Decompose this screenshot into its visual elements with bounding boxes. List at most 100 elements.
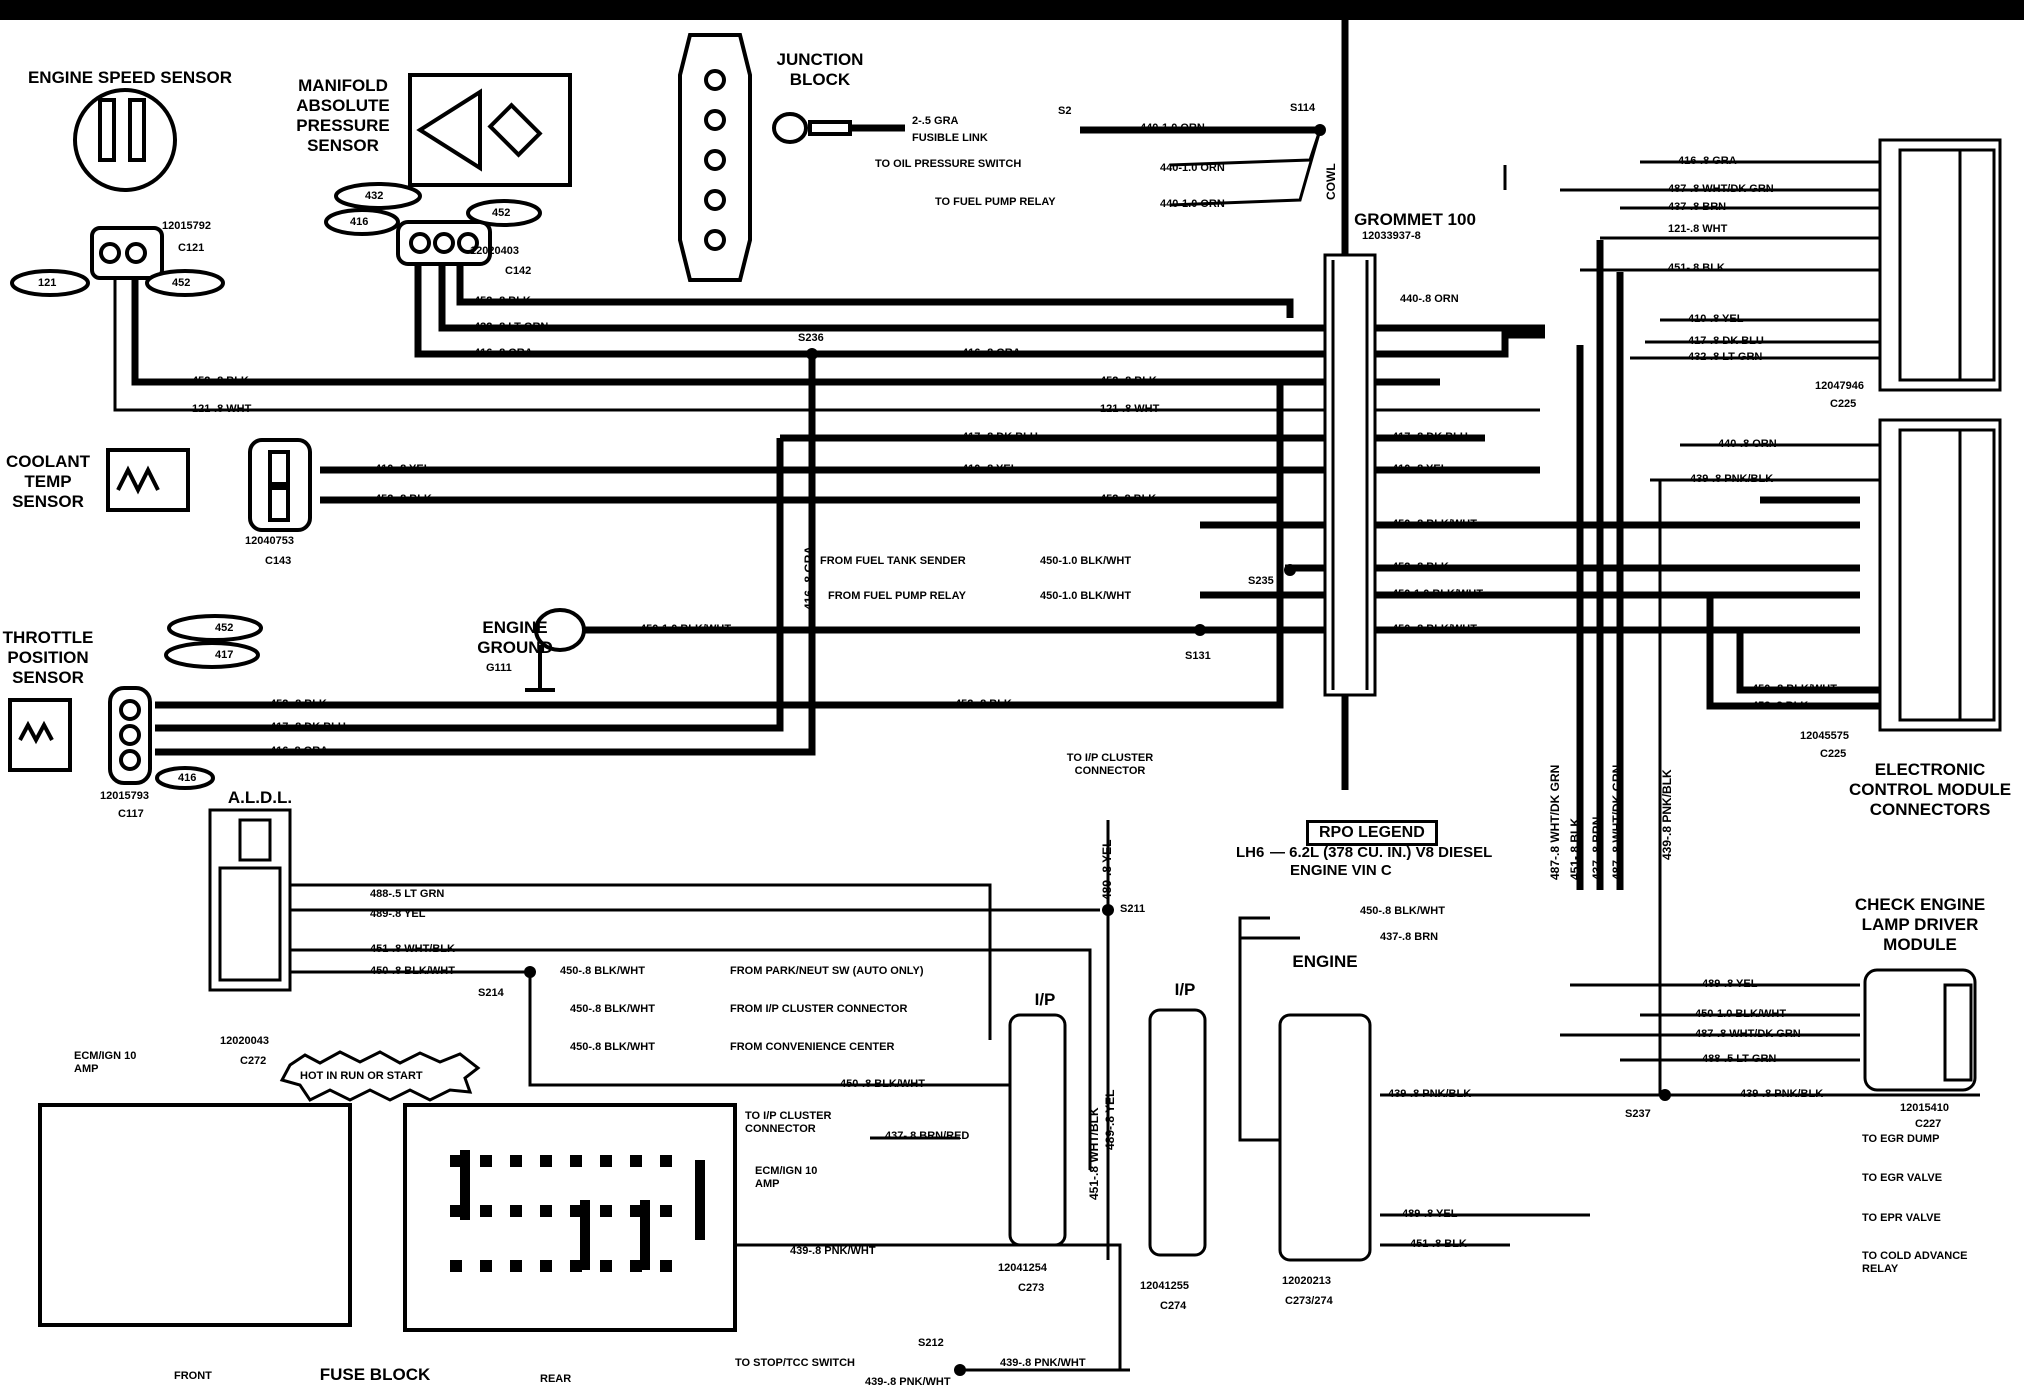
cel-487: 487-.8 WHT/DK GRN: [1695, 1028, 1801, 1040]
map-callout-432: 432: [365, 190, 384, 202]
c225b-part: 12045575: [1800, 730, 1849, 742]
vert-487: 487-.8 WHT/DK GRN: [1548, 764, 1562, 880]
splice-s235: S235: [1248, 575, 1274, 587]
throttle-position-sensor: [8, 614, 263, 790]
vert-451-wht: 451-.8 WHT/BLK: [1087, 1107, 1101, 1200]
splice-s214: S214: [478, 987, 504, 999]
fuse-block-title: FUSE BLOCK: [319, 1365, 431, 1384]
wire-417-b: 417-.8 DK BLU: [1392, 431, 1468, 443]
splice-s2: S2: [1058, 105, 1072, 117]
wire-417-a: 417-.8 DK BLU: [962, 431, 1038, 443]
ip-c274-conn: C274: [1160, 1300, 1187, 1312]
to-epr-valve: TO EPR VALVE: [1862, 1212, 1941, 1224]
ess-part: 12015792: [162, 220, 211, 232]
engine-speed-sensor: [10, 88, 225, 297]
rpo-code: LH6: [1236, 844, 1265, 861]
junction-block-title: JUNCTION BLOCK: [776, 50, 864, 89]
check-engine-title: CHECK ENGINE LAMP DRIVER MODULE: [1854, 895, 1986, 954]
map-sensor-title: MANIFOLD ABSOLUTE PRESSURE SENSOR: [296, 76, 390, 155]
hot-note-burst: [279, 1050, 481, 1102]
to-egr-valve: TO EGR VALVE: [1862, 1172, 1943, 1184]
ip-c273-conn: C273: [1018, 1282, 1045, 1294]
from-park-wire: 450-.8 BLK/WHT: [560, 965, 645, 977]
engine-ground-title: ENGINE GROUND: [477, 618, 553, 657]
map-conn: C142: [505, 265, 532, 277]
map-callout-416: 416: [350, 216, 369, 228]
ip-connector-c273: [1008, 1013, 1067, 1247]
fuse-front: FRONT: [174, 1370, 212, 1382]
eng-437: 437-.8 BRN: [1380, 931, 1439, 943]
aldl-489: 489-.8 YEL: [370, 908, 426, 920]
coolant-temp-title: COOLANT TEMP SENSOR: [5, 452, 91, 511]
to-oil-pressure: TO OIL PRESSURE SWITCH: [875, 158, 1022, 170]
ecm-432: 432-.8 LT GRN: [1688, 351, 1763, 363]
wire-440-ecm2: 440-.8 ORN: [1718, 438, 1777, 450]
from-fuel-relay: FROM FUEL PUMP RELAY: [828, 590, 966, 602]
thin-wires: [113, 129, 1980, 1372]
splice-s114: S114: [1290, 102, 1316, 114]
cowl-label: COWL: [1324, 163, 1338, 200]
wire-440-c: 440-1.0 ORN: [1160, 198, 1225, 210]
fuse-439-wire: 439-.8 PNK/WHT: [790, 1245, 876, 1257]
ip-c274-part: 12041255: [1140, 1280, 1189, 1292]
vert-489-2: 489-.8 YEL: [1103, 1089, 1117, 1150]
ecm-410: 410-.8 YEL: [1688, 313, 1744, 325]
from-ip: FROM I/P CLUSTER CONNECTOR: [730, 1003, 908, 1015]
wire-452-cts-b: 452 .8 BLK: [1100, 493, 1157, 505]
vert-487b: 487-.8 WHT/DK GRN: [1610, 764, 1624, 880]
tps-callout-417: 417: [215, 649, 234, 661]
hot-note: HOT IN RUN OR START: [300, 1070, 423, 1082]
cts-conn: C143: [265, 555, 292, 567]
splice-s237: S237: [1625, 1108, 1651, 1120]
vert-451: 451-.8 BLK: [1568, 817, 1582, 880]
wire-121-b: 121-.8 WHT: [1100, 403, 1160, 415]
cel-450: 450-1.0 BLK/WHT: [1695, 1008, 1787, 1020]
ecm-416: 416-.8 GRA: [1678, 155, 1737, 167]
tps-callout-452: 452: [215, 622, 234, 634]
c225b-conn: C225: [1820, 748, 1847, 760]
ecm-452: 452 .8 BLK: [1752, 700, 1809, 712]
aldl-connector: [208, 808, 292, 992]
ecm-437: 437-.8 BRN: [1668, 201, 1727, 213]
wire-440-a: 440-1.0 ORN: [1140, 122, 1205, 134]
wire-452-tps-a: 452-.8 BLK: [270, 698, 327, 710]
tps-conn: C117: [118, 808, 144, 820]
splice-s131: S131: [1185, 650, 1211, 662]
stop-439-wire: 439-.8 PNK/WHT: [1000, 1357, 1086, 1369]
wire-437-brn-red: 437-.8 BRN/RED: [885, 1130, 970, 1142]
fusible-wire: 2-.5 GRA: [912, 115, 959, 127]
wire-410-c: 410-.8 YEL: [1392, 463, 1448, 475]
wire-440-ecm: 440-.8 ORN: [1400, 293, 1459, 305]
to-ip-cluster-2: TO I/P CLUSTER CONNECTOR: [745, 1110, 832, 1135]
coolant-temp-sensor: [106, 438, 312, 532]
wire-440-b: 440-1.0 ORN: [1160, 162, 1225, 174]
engine-conn-part: 12020213: [1282, 1275, 1331, 1287]
wire-121-a: 121-.8 WHT: [192, 403, 252, 415]
map-sensor: [324, 73, 572, 266]
wire-416-tps: 416 .8 GRA: [270, 745, 329, 757]
wire-452-ess-b: 452-.8 BLK: [1100, 375, 1157, 387]
ecm-connector-c225-b: [1878, 418, 2002, 732]
aldl-conn: C272: [240, 1055, 267, 1067]
vert-437: 437-.8 BRN: [1590, 816, 1604, 880]
grommet-part: 12033937-8: [1362, 230, 1421, 242]
wire-452-map: 452-.8 BLK: [474, 295, 531, 307]
from-conv-wire: 450-.8 BLK/WHT: [570, 1041, 655, 1053]
ecm-ign-note: ECM/IGN 10 AMP: [74, 1050, 137, 1075]
wire-416-mid: 416-.8 GRA: [962, 347, 1021, 359]
eng-489: 489-.8 YEL: [1402, 1208, 1458, 1220]
wire-452-tps-b: 452-.8 BLK: [955, 698, 1012, 710]
c225a-conn: C225: [1830, 398, 1857, 410]
engine-conn-conn: C273/274: [1285, 1295, 1333, 1307]
ecm-ign-note-2: ECM/IGN 10 AMP: [755, 1165, 818, 1190]
engine-speed-sensor-title: ENGINE SPEED SENSOR: [27, 68, 233, 87]
to-ip-cluster: TO I/P CLUSTER CONNECTOR: [1066, 752, 1154, 777]
from-fuel-relay-wire: 450-1.0 BLK/WHT: [1040, 590, 1132, 602]
eng-439: 439-.8 PNK/BLK: [1388, 1088, 1472, 1100]
rpo-legend-title: RPO LEGEND: [1306, 820, 1438, 846]
ess-callout-452: 452: [172, 277, 191, 289]
cel-488: 488-.5 LT GRN: [1702, 1053, 1777, 1065]
ecm-121: 121-.8 WHT: [1668, 223, 1728, 235]
to-fuel-pump-relay: TO FUEL PUMP RELAY: [935, 196, 1056, 208]
wire-452-cts-a: 452-.8 BLK: [375, 493, 432, 505]
